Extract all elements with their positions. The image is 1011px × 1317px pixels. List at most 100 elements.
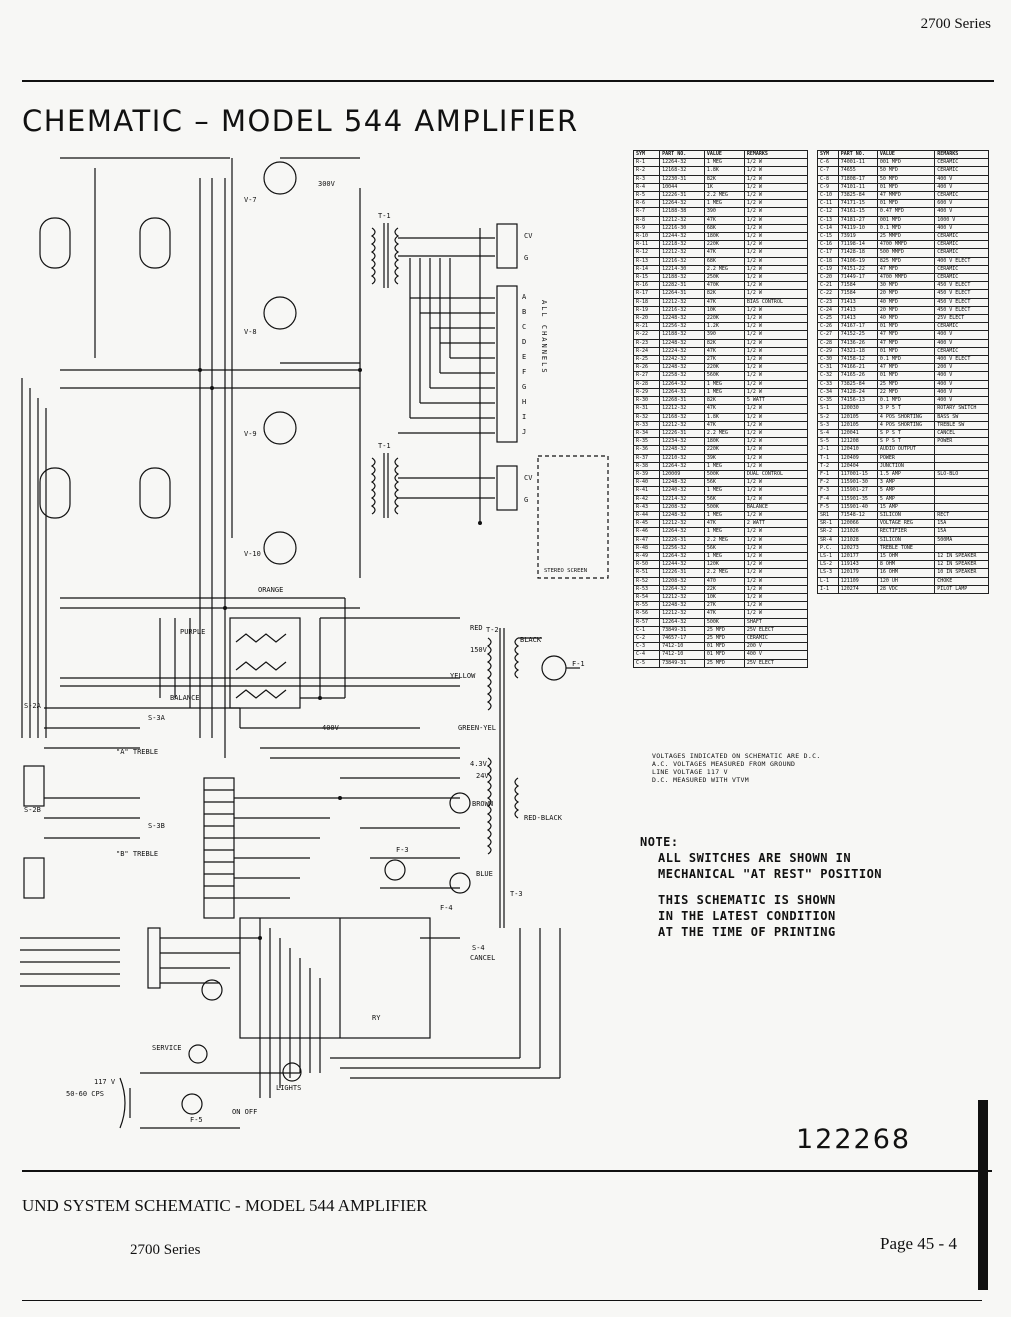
page-number: Page 45 - 4 [880,1234,957,1253]
parts-cell: F-5 [817,502,839,512]
parts-cell: 1/2 W [743,232,809,242]
parts-cell: R-37 [632,453,661,463]
parts-cell: 200 V [934,363,989,373]
parts-cell: C-5 [632,658,661,668]
parts-cell: CERAMIC [934,191,989,201]
parts-cell: 1/2 W [743,404,809,414]
parts-cell [934,453,989,463]
parts-cell: 74106-19 [837,256,878,266]
power-label: 50-60 CPS [66,1090,104,1098]
parts-header-cell: VALUE [703,149,745,160]
parts-cell: CERAMIC [934,158,989,168]
parts-cell: 4700 MMFD [876,273,936,283]
parts-cell: 1/2 W [743,346,809,357]
parts-cell: 400 V ELECT [934,355,989,365]
parts-cell: C-24 [817,305,839,316]
parts-cell: AUDIO OUTPUT [876,445,936,455]
parts-cell: R-51 [632,568,661,578]
parts-cell: 120179 [837,568,878,578]
wire-label: PURPLE [180,628,206,636]
parts-cell: 73849-31 [659,625,705,635]
control-label: BALANCE [170,694,200,702]
parts-cell: LS-2 [817,560,839,570]
parts-cell: 1/2 W [743,281,809,291]
parts-cell [934,445,989,455]
parts-cell: 74181-27 [837,215,878,225]
parts-cell: 30 MFD [876,281,936,291]
terminal-label: G [524,254,529,262]
parts-cell: 001 MFD [876,158,936,168]
parts-cell: 1/2 W [743,223,809,234]
parts-cell: 400 V [934,338,989,348]
parts-cell: S P S T [876,428,936,439]
parts-cell: 01 MFD [876,199,936,209]
parts-cell: C-21 [817,281,839,291]
parts-cell: 120041 [837,428,878,439]
voltage-label: 150V [470,646,487,654]
parts-cell: 1/2 W [743,305,809,316]
parts-cell: 1.8K [703,166,745,176]
parts-cell: 120105 [837,420,878,430]
parts-cell: 12208-32 [659,576,705,586]
parts-cell: T-1 [817,453,839,463]
parts-cell: 1/2 W [743,478,809,488]
parts-cell: 12256-32 [659,322,705,332]
parts-cell: 12224-32 [659,346,705,357]
parts-cell: 12256-32 [659,543,705,553]
parts-cell: CHOKE [934,576,989,586]
parts-cell: R-33 [632,420,661,430]
parts-cell: 74158-12 [837,355,878,365]
parts-cell: 220K [703,314,745,324]
terminal-label: CV [524,474,533,482]
parts-cell: 56K [703,494,745,504]
parts-cell: 12188-32 [659,330,705,340]
parts-cell: 15A [934,527,989,537]
parts-cell: 68K [703,256,745,266]
parts-cell: 56K [703,543,745,553]
parts-cell: C-33 [817,379,839,389]
footer-rule [22,1300,982,1301]
parts-cell: 1/2 W [743,371,809,381]
parts-cell [934,543,989,553]
parts-cell: 12234-32 [659,437,705,447]
parts-cell: C-7 [817,166,839,176]
switch-label: S-2A [24,702,41,710]
parts-cell: 1/2 W [743,273,809,283]
parts-cell: 74001-11 [837,158,878,168]
control-label: CANCEL [470,954,496,962]
parts-cell: R-42 [632,494,661,504]
parts-cell: 71548-12 [837,510,878,521]
parts-cell: 50 MFD [876,174,936,184]
parts-cell: R-5 [632,191,661,201]
parts-cell: 12248-32 [659,363,705,373]
parts-cell: 12264-32 [659,379,705,389]
parts-cell: 71449-17 [837,273,878,283]
transformer-label: T-1 [378,212,391,220]
parts-cell: 74171-15 [837,199,878,209]
parts-cell: JUNCTION [876,461,936,471]
transformer-label: T-1 [378,442,391,450]
parts-cell: 1/2 W [743,248,809,258]
parts-cell: R-3 [632,174,661,184]
parts-cell: 28 VDC [876,584,936,594]
parts-cell: C-9 [817,182,839,193]
